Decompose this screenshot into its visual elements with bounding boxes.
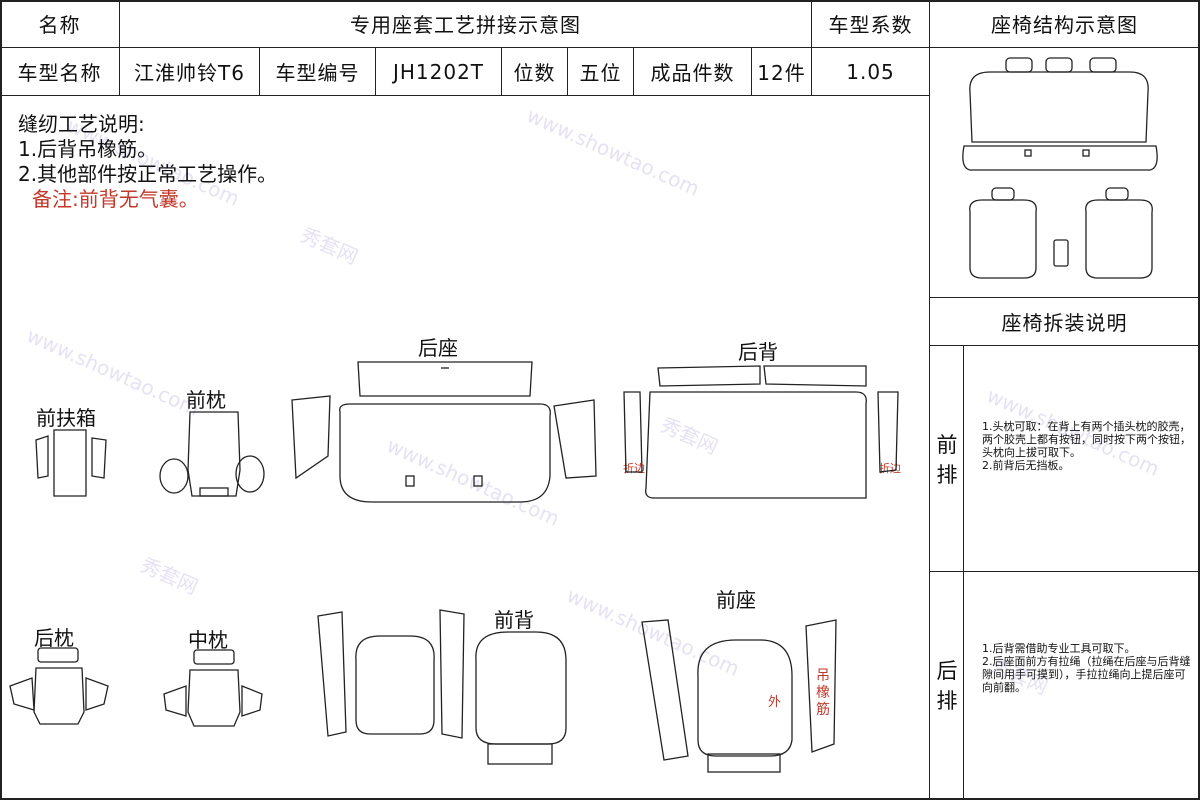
rear-row-cell [930, 572, 964, 800]
disassembly-title: 座椅拆装说明 [930, 298, 1200, 346]
seat-structure-drawing [962, 57, 1158, 279]
front-row-text: 1.头枕可取：在背上有两个插头枕的胶壳，两个胶壳上都有按钮，同时按下两个按钮，头… [982, 420, 1191, 472]
front-row-label: 前排 [936, 433, 958, 487]
struct-title: 座椅结构示意图 [930, 0, 1200, 48]
rear-seat-pieces [291, 361, 597, 503]
label-elastic: 吊橡筋 [816, 668, 830, 718]
seats-label: 位数 [502, 48, 568, 96]
label-front-seat: 前座 [716, 588, 756, 612]
front-row-cell [930, 346, 964, 572]
name-label: 名称 [0, 0, 120, 48]
coef-label: 车型系数 [812, 0, 930, 48]
rear-pillow-pieces [9, 647, 109, 725]
model-no: JH1202T [376, 48, 502, 96]
label-mid-pillow: 中枕 [188, 628, 228, 652]
front-armrest-pieces [35, 429, 107, 497]
label-rear-seat: 后座 [418, 336, 458, 360]
model-no-label: 车型编号 [260, 48, 376, 96]
seat-structure-diagram [930, 48, 1200, 298]
rear-row-label: 后排 [936, 659, 958, 713]
front-row-text-cell [964, 346, 1200, 572]
model-name: 江淮帅铃T6 [120, 48, 260, 96]
mid-pillow-pieces [163, 649, 263, 727]
notes-line-2: 2.其他部件按正常工艺操作。 [18, 162, 278, 186]
rear-row-text: 1.后背需借助专业工具可取下。 2.后座面前方有拉绳（拉绳在后座与后背缝隙间用手… [982, 642, 1191, 694]
label-front-pillow: 前枕 [186, 388, 226, 412]
front-seat-pieces [641, 619, 837, 773]
pieces-label: 成品件数 [634, 48, 752, 96]
model-name-label: 车型名称 [0, 48, 120, 96]
sewing-notes: 缝纫工艺说明: 1.后背吊橡筋。 2.其他部件按正常工艺操作。 备注:前背无气囊… [18, 112, 277, 212]
rear-row-text-cell [964, 572, 1200, 800]
page-title: 专用座套工艺拼接示意图 [120, 0, 812, 48]
pieces-value: 12件 [752, 48, 812, 96]
label-front-back: 前背 [494, 608, 534, 632]
front-back-pieces [317, 609, 567, 765]
label-rear-pillow: 后枕 [34, 626, 74, 650]
front-pillow-pieces [159, 411, 265, 497]
notes-title: 缝纫工艺说明: [18, 112, 145, 136]
seats-value: 五位 [568, 48, 634, 96]
label-front-armrest: 前扶箱 [36, 406, 96, 430]
notes-line-1: 1.后背吊橡筋。 [18, 137, 158, 161]
pattern-area [0, 96, 930, 800]
rear-back-pieces [623, 365, 899, 499]
label-rear-back: 后背 [738, 340, 778, 364]
coef-value: 1.05 [812, 48, 930, 96]
notes-remark: 备注:前背无气囊。 [32, 187, 199, 211]
label-outside: 外 [768, 695, 782, 710]
